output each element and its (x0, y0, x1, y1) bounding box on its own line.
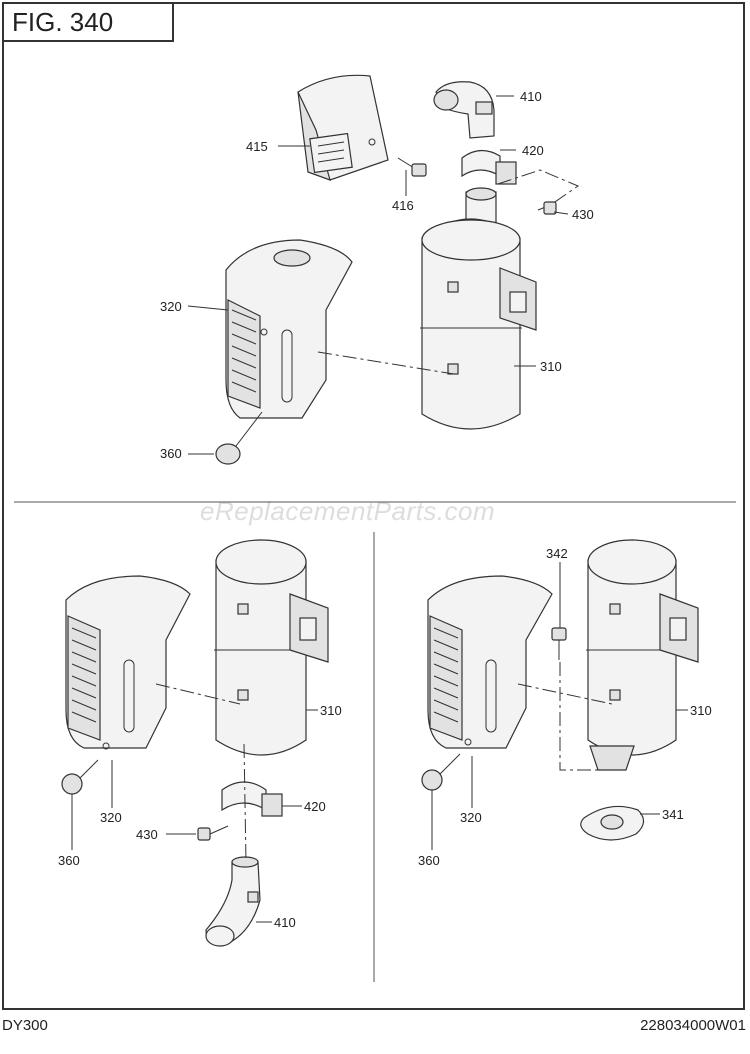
bolt-416 (397, 157, 427, 177)
callout-320: 320 (460, 810, 482, 825)
footer-model: DY300 (2, 1017, 48, 1034)
footer-code: 228034000W01 (640, 1017, 746, 1034)
watermark: eReplacementParts.com (200, 496, 496, 526)
clamp-420 (461, 149, 517, 185)
callout-416: 416 (392, 198, 414, 213)
callout-342: 342 (546, 546, 568, 561)
callout-430: 430 (136, 827, 158, 842)
callout-420: 420 (304, 799, 326, 814)
callout-415: 415 (246, 139, 268, 154)
callout-320: 320 (100, 810, 122, 825)
callout-360: 360 (418, 853, 440, 868)
bolt-360 (61, 759, 99, 795)
callout-410: 410 (520, 89, 542, 104)
callout-360: 360 (58, 853, 80, 868)
heat-shield-320 (427, 575, 553, 749)
elbow-pipe-410 (433, 81, 495, 139)
elbow-pipe-410 (205, 856, 261, 947)
heat-shield-320 (225, 239, 353, 419)
callout-310: 310 (320, 703, 342, 718)
callout-310: 310 (540, 359, 562, 374)
top-cover-415 (297, 74, 389, 181)
screw-430 (537, 201, 557, 215)
muffler-310 (586, 539, 699, 771)
callout-320: 320 (160, 299, 182, 314)
heat-shield-320 (65, 575, 191, 750)
gasket-341 (580, 805, 645, 841)
muffler-310 (420, 187, 537, 430)
stud-bolt-342 (551, 627, 567, 660)
callout-410: 410 (274, 915, 296, 930)
screw-430 (197, 825, 229, 841)
bolt-360 (215, 411, 263, 465)
muffler-310 (214, 539, 329, 756)
clamp-420 (221, 781, 283, 817)
callout-310: 310 (690, 703, 712, 718)
callout-420: 420 (522, 143, 544, 158)
figure-title: FIG. 340 (2, 2, 174, 42)
callout-341: 341 (662, 807, 684, 822)
callout-430: 430 (572, 207, 594, 222)
bolt-360 (421, 753, 461, 791)
callout-360: 360 (160, 446, 182, 461)
figure-frame (2, 2, 745, 1010)
